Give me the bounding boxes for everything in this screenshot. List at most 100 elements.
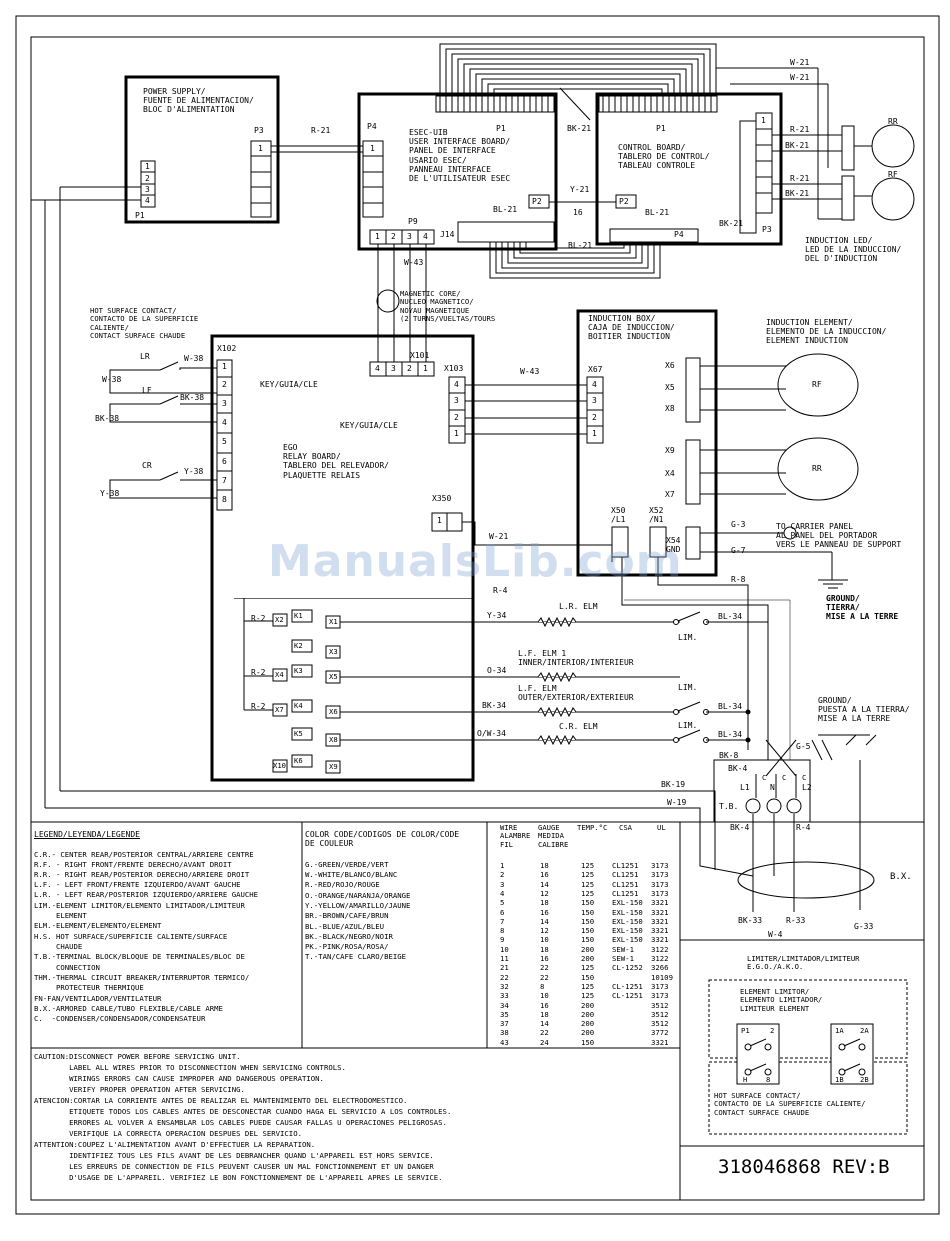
x102-pin: 5 (222, 437, 227, 446)
wire-table-cell: 200 (581, 1019, 595, 1029)
wire-label: R-8 (731, 575, 746, 584)
wire-table-cell: 3122 (651, 954, 669, 963)
wire-table-cell: 150 (581, 926, 595, 936)
ground-label-2: GROUND/ PUESTA A LA TIERRA/ MISE A LA TE… (818, 696, 910, 724)
wire-table-cell: 3173 (651, 991, 669, 1001)
wire-label: BK-4 (728, 764, 748, 773)
wire-table-cell: 200 (581, 1028, 595, 1038)
legend-line: R.R. - RIGHT REAR/POSTERIOR DERECHO/ARRI… (34, 870, 250, 879)
ib-x9: X9 (665, 446, 675, 455)
limiter-pin: 2A (860, 1026, 869, 1035)
legend-line: FN-FAN/VENTILADOR/VENTILATEUR (34, 994, 162, 1003)
legend-line: THM.-THERMAL CIRCUIT BREAKER/INTERRUPTOR… (34, 973, 250, 982)
wire-table-cell: 150 (581, 898, 595, 908)
wire-label: BL-21 (645, 208, 670, 217)
relay-pin: X2 (275, 615, 284, 624)
key-label: KEY/GUIA/CLE (340, 421, 398, 430)
x101-pin: 3 (391, 364, 396, 373)
p9-pin-2: 2 (391, 232, 396, 241)
legend-line: L.F. - LEFT FRONT/FRENTE IZQUIERDO/AVANT… (34, 880, 241, 889)
ib-x54: X54 GND (666, 536, 681, 555)
limiter-title: LIMITER/LIMITADOR/LIMITEUR E.G.O./A.K.O. (747, 954, 860, 972)
caution-line: IDENTIFIEZ TOUS LES FILS AVANT DE LES DE… (34, 1151, 434, 1160)
x102-pin: 4 (222, 418, 227, 427)
limiter-pin: 2 (770, 1026, 775, 1035)
ib-x52: X52 /N1 (649, 506, 664, 525)
wire-table-cell: 9 (500, 935, 505, 945)
wire-label: 16 (573, 208, 583, 217)
wire-label: W-21 (790, 73, 810, 82)
wire-table-cell: CL1251 (612, 888, 639, 898)
elem-rf: RF (812, 380, 822, 389)
wire-table-cell: 33 (500, 991, 509, 1001)
color-code-title: COLOR CODE/CODIGOS DE COLOR/CODE DE COUL… (305, 830, 460, 849)
color-line: BR.-BROWN/CAFE/BRUN (305, 911, 389, 920)
relay-k: K6 (294, 756, 303, 765)
caution-line: ATENCION:CORTAR LA CORRIENTE ANTES DE RE… (34, 1096, 408, 1105)
wire-table-cell: 6 (500, 907, 505, 917)
wire-table-cell: EXL-150 (612, 935, 643, 945)
wire-table-cell: 200 (581, 954, 595, 963)
uib-p1: P1 (496, 124, 506, 133)
wire-table-cell: 3122 (651, 944, 669, 954)
relay-pin: X6 (329, 707, 338, 716)
document-number: 318046868 REV:B (718, 1156, 890, 1178)
wire-label: R-33 (786, 916, 806, 925)
x102-pin: 6 (222, 457, 227, 466)
wire-label: R-21 (311, 126, 331, 135)
limiter-pin: 8 (766, 1075, 771, 1084)
x103-label: X103 (444, 364, 464, 373)
wire-table-cell: 37 (500, 1019, 509, 1029)
caution-line: LABEL ALL WIRES PRIOR TO DISCONNECTION W… (34, 1063, 346, 1072)
wire-label: R-4 (493, 586, 508, 595)
wire-table-cell: 3512 (651, 1019, 669, 1029)
wire-label: R-21 (790, 174, 810, 183)
elem-lf2: L.F. ELM OUTER/EXTERIOR/EXTERIEUR (518, 684, 634, 703)
wire-label: W-38 (184, 354, 204, 363)
wire-label: R-2 (251, 702, 266, 711)
ib-x8: X8 (665, 404, 675, 413)
p9-pin-3: 3 (407, 232, 412, 241)
wire-label: BK-4 (730, 823, 750, 832)
element-limitor-label: ELEMENT LIMITOR/ ELEMENTO LIMITADOR/ LIM… (740, 987, 823, 1013)
hot-surface-contact-label: HOT SURFACE CONTACT/ CONTACTO DE LA SUPE… (90, 306, 199, 340)
wire-label: R-4 (796, 823, 811, 832)
power-supply-title: POWER SUPPLY/ FUENTE DE ALIMENTACION/ BL… (143, 87, 254, 115)
wire-table-cell: 200 (581, 1009, 595, 1019)
tb-c: C (762, 773, 767, 782)
wire-table-cell: 18 (540, 898, 549, 908)
wire-table-cell: 3173 (651, 861, 669, 870)
caution-line: LES ERREURS DE CONNECTION DE FILS PEUVEN… (34, 1162, 434, 1171)
wire-table-cell: 22 (540, 1028, 549, 1038)
wire-table-cell: 38 (500, 1028, 509, 1038)
wire-label: R-2 (251, 668, 266, 677)
color-line: Y.-YELLOW/AMARILLO/JAUNE (305, 901, 411, 910)
wire-table-cell: 3173 (651, 879, 669, 889)
x103-pin: 2 (454, 413, 459, 422)
x101-label: X101 (410, 351, 430, 360)
cb-p2: P2 (619, 197, 629, 206)
ib-x7: X7 (665, 490, 675, 499)
wire-table-cell: 3 (500, 879, 505, 889)
hot-surface-panel-label: HOT SURFACE CONTACT/ CONTACTO DE LA SUPE… (714, 1091, 866, 1117)
power-supply-p1: P1 (135, 211, 145, 220)
wire-table-cell: 4 (500, 888, 505, 898)
cb-p4: P4 (674, 230, 684, 239)
cb-p3: P3 (762, 225, 772, 234)
color-line: R.-RED/ROJO/ROUGE (305, 880, 380, 889)
wire-table-cell: CL1251 (612, 879, 639, 889)
elem-lf1: L.F. ELM 1 INNER/INTERIOR/INTERIEUR (518, 649, 634, 668)
wire-label: Y-34 (487, 611, 507, 620)
wire-table-cell: 150 (581, 907, 595, 917)
limiter-pin: 1B (835, 1075, 844, 1084)
wire-table-cell: 11 (500, 954, 509, 963)
wire-table-header: GAUGE MEDIDA CALIBRE (538, 823, 569, 849)
wire-table-cell: 18 (540, 944, 549, 954)
wire-label: BK-21 (719, 219, 744, 228)
lim-label: LIM. (678, 683, 698, 692)
ib-x50: X50 /L1 (611, 506, 626, 525)
wire-table-cell: 3173 (651, 870, 669, 880)
watermark: ManualsLib.com (268, 536, 683, 587)
wire-table-cell: 18 (540, 1009, 549, 1019)
wire-label: BK-21 (567, 124, 592, 133)
